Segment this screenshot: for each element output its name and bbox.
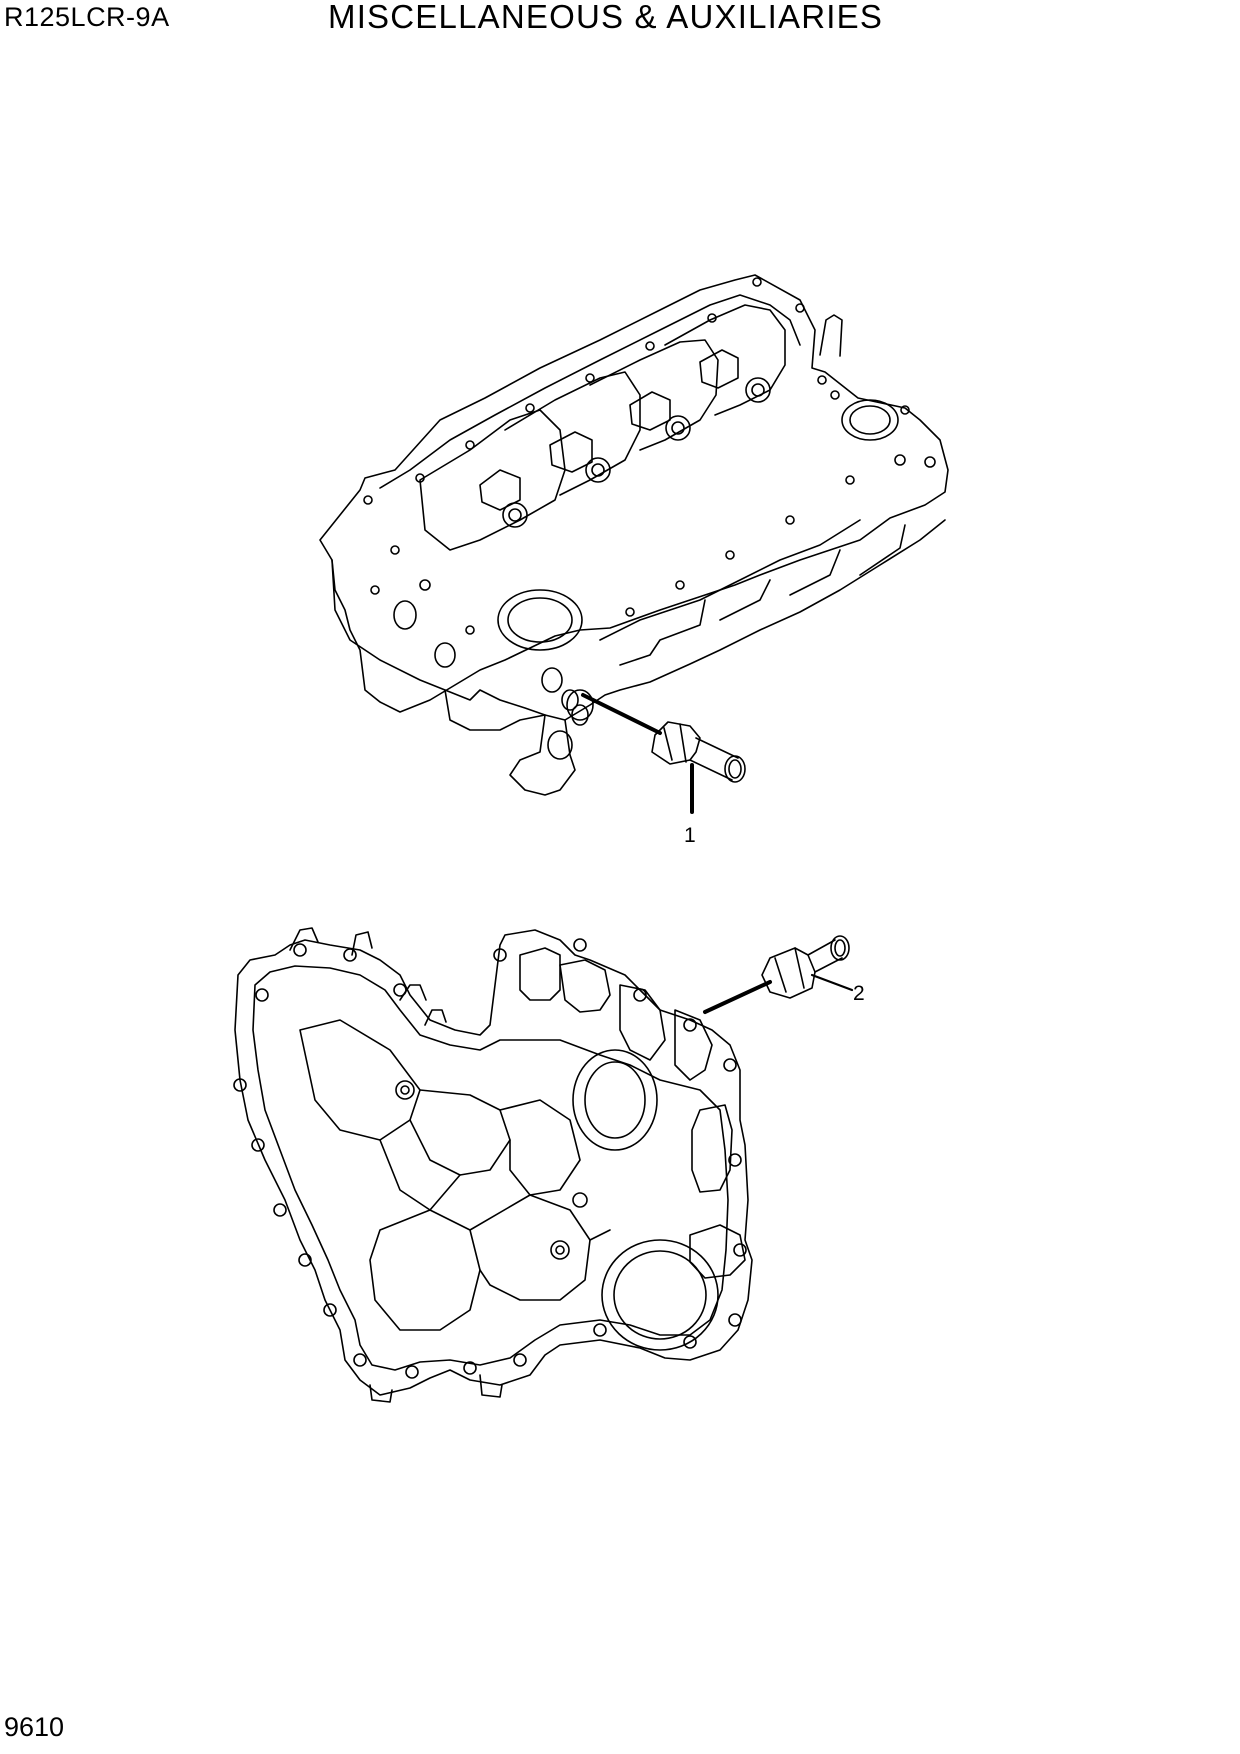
page-number: 9610 bbox=[4, 1712, 65, 1742]
callout-1: 1 bbox=[684, 824, 696, 847]
model-number: R125LCR-9A bbox=[4, 2, 170, 32]
timing-cover-drawing bbox=[233, 927, 753, 1403]
sensor-fitting-1 bbox=[581, 693, 746, 814]
sensor-fitting-2 bbox=[703, 935, 854, 1014]
page-title: MISCELLANEOUS & AUXILIARIES bbox=[328, 0, 884, 35]
callout-2: 2 bbox=[853, 982, 865, 1005]
cylinder-head-drawing bbox=[319, 274, 949, 796]
